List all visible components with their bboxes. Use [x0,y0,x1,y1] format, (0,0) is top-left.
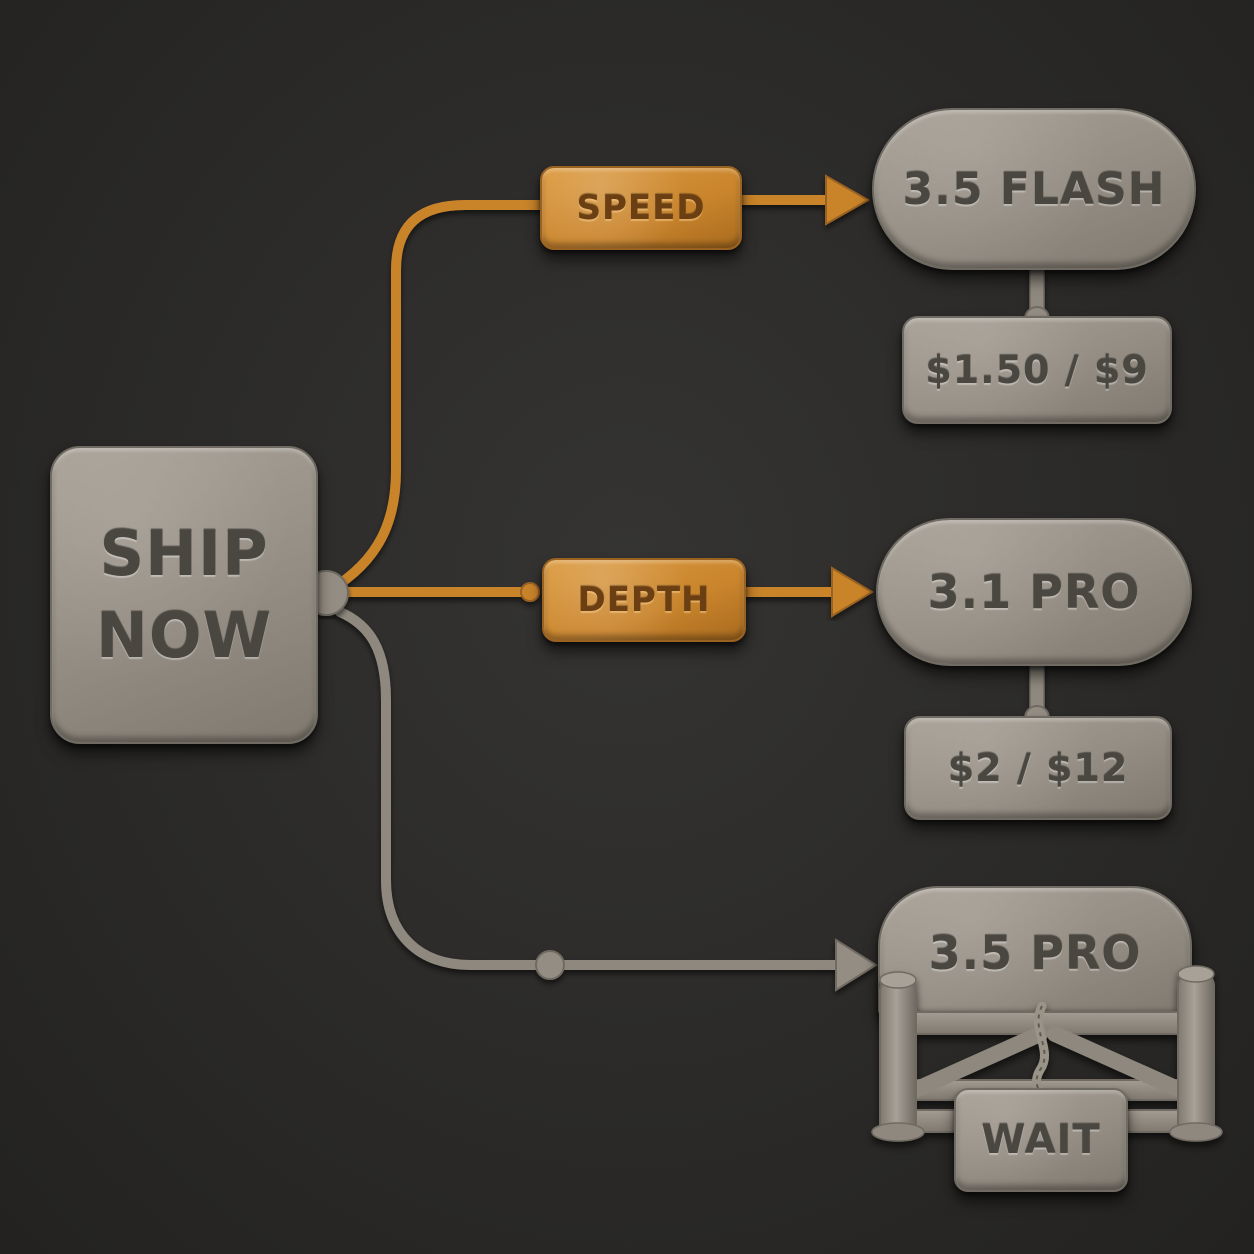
wait-sign-text: WAIT [981,1117,1101,1163]
model-name-flash: 3.5 FLASH [902,163,1166,215]
arrowhead-wait [835,938,878,992]
price-text-pro31: $2 / $12 [947,746,1129,790]
price-tag-pro31: $2 / $12 [904,716,1172,820]
arrowhead-depth [831,566,874,618]
price-tag-flash: $1.50 / $9 [902,316,1172,424]
edge-label-speed: SPEED [540,166,742,250]
model-node-flash: 3.5 FLASH [872,108,1196,270]
model-name-pro31: 3.1 PRO [927,565,1141,619]
model-name-pro35: 3.5 PRO [928,926,1142,980]
connector-wait [335,607,878,992]
edge-label-depth: DEPTH [542,558,746,642]
wait-sign: WAIT [954,1088,1128,1192]
connector-depth [340,566,874,618]
origin-node: SHIP NOW [50,446,318,744]
origin-label-line1: SHIP [99,517,269,590]
connector-joint-depth [520,582,540,602]
origin-label-line2: NOW [96,599,272,672]
connector-joint-wait [535,950,565,980]
arrowhead-speed [825,174,871,226]
edge-label-depth-text: DEPTH [577,580,711,620]
price-text-flash: $1.50 / $9 [925,348,1149,392]
connector-speed [325,174,871,595]
model-node-pro31: 3.1 PRO [876,518,1192,666]
model-node-pro35: 3.5 PRO [878,886,1192,1018]
edge-label-speed-text: SPEED [576,188,706,228]
